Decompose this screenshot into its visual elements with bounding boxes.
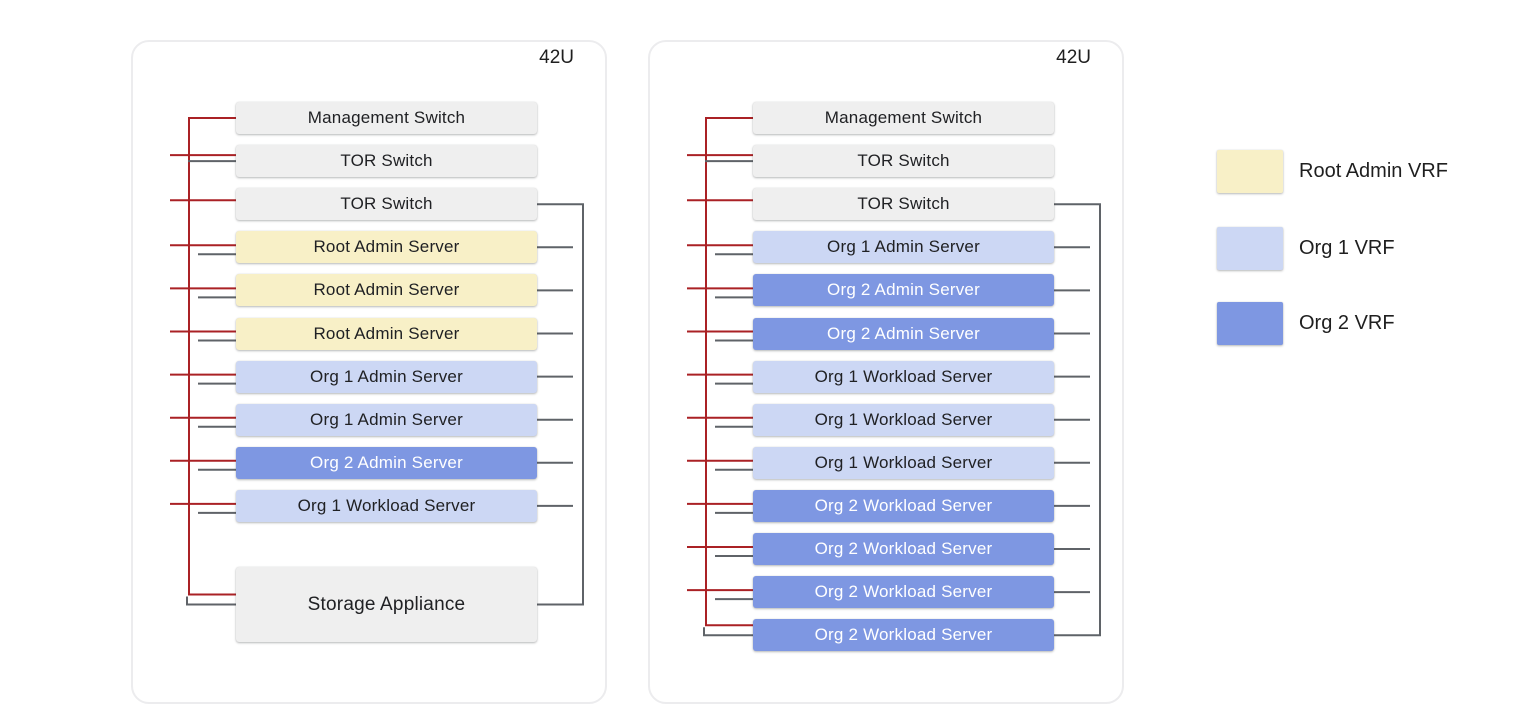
unit-label: Root Admin Server [313,237,460,257]
gray-data-spine [537,203,584,606]
connector-lines [170,117,584,606]
unit-org-1-admin-server: Org 1 Admin Server [753,231,1054,264]
legend-swatch-root-admin-vrf [1217,150,1283,193]
unit-label: TOR Switch [340,194,433,214]
unit-org-1-workload-server: Org 1 Workload Server [753,403,1054,436]
unit-label: Management Switch [824,108,983,127]
red-management-spine [705,117,753,627]
unit-tor-switch: TOR Switch [236,188,537,221]
unit-org-2-workload-server: Org 2 Workload Server [753,576,1054,609]
unit-label: Org 2 Admin Server [310,452,463,472]
legend-item-root-admin-vrf: Root Admin VRF [1217,150,1448,193]
unit-org-1-admin-server: Org 1 Admin Server [236,403,537,436]
unit-org-1-workload-server: Org 1 Workload Server [753,360,1054,393]
unit-management-switch: Management Switch [753,102,1054,134]
unit-label: Org 1 Workload Server [814,366,993,386]
unit-root-admin-server: Root Admin Server [236,274,537,307]
unit-storage-appliance: Storage Appliance [236,567,537,642]
unit-root-admin-server: Root Admin Server [236,231,537,264]
unit-label: Org 2 Admin Server [827,323,980,343]
legend-swatch-org-1-vrf [1217,227,1283,270]
unit-label: Org 1 Admin Server [827,237,980,257]
unit-org-2-workload-server: Org 2 Workload Server [753,489,1054,522]
gray-connector [703,627,753,637]
unit-tor-switch: TOR Switch [753,188,1054,221]
unit-label: Org 1 Workload Server [297,495,476,515]
legend-label: Org 2 VRF [1299,312,1395,334]
unit-label: Org 1 Workload Server [814,452,993,472]
unit-label: TOR Switch [340,151,433,171]
unit-label: Storage Appliance [307,593,466,615]
unit-label: Org 2 Workload Server [814,625,993,645]
unit-org-1-admin-server: Org 1 Admin Server [236,360,537,393]
unit-label: Management Switch [307,108,466,127]
legend-item-org-1-vrf: Org 1 VRF [1217,227,1395,270]
unit-label: Org 1 Admin Server [310,366,463,386]
red-management-spine [188,117,236,596]
unit-label: Root Admin Server [313,323,460,343]
unit-label: Org 2 Workload Server [814,495,993,515]
legend-item-org-2-vrf: Org 2 VRF [1217,302,1395,345]
unit-root-admin-server: Root Admin Server [236,317,537,350]
unit-org-2-admin-server: Org 2 Admin Server [236,446,537,479]
unit-tor-switch: TOR Switch [236,145,537,178]
rack-capacity-label: 42U [539,47,574,68]
unit-label: TOR Switch [857,151,950,171]
unit-org-1-workload-server: Org 1 Workload Server [753,446,1054,479]
unit-org-2-workload-server: Org 2 Workload Server [753,533,1054,565]
gray-connector [186,596,236,606]
legend-label: Org 1 VRF [1299,237,1395,259]
unit-org-2-workload-server: Org 2 Workload Server [753,619,1054,652]
unit-label: Org 1 Admin Server [310,409,463,429]
legend-label: Root Admin VRF [1299,160,1448,182]
unit-label: Root Admin Server [313,280,460,300]
unit-label: TOR Switch [857,194,950,214]
unit-label: Org 2 Workload Server [814,582,993,602]
unit-tor-switch: TOR Switch [753,145,1054,178]
unit-label: Org 2 Workload Server [814,539,993,558]
unit-org-2-admin-server: Org 2 Admin Server [753,274,1054,307]
unit-org-2-admin-server: Org 2 Admin Server [753,317,1054,350]
unit-label: Org 1 Workload Server [814,409,993,429]
legend-swatch-org-2-vrf [1217,302,1283,345]
unit-management-switch: Management Switch [236,102,537,134]
rack-capacity-label: 42U [1056,47,1091,68]
unit-label: Org 2 Admin Server [827,280,980,300]
unit-org-1-workload-server: Org 1 Workload Server [236,489,537,522]
connector-lines [687,117,1101,637]
gray-data-spine [1054,203,1101,637]
